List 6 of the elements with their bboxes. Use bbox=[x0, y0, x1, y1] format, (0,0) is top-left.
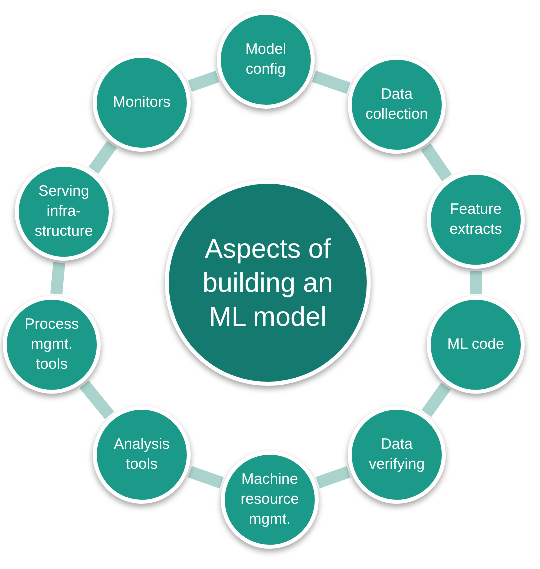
connector-bar bbox=[420, 144, 452, 182]
connector-bar bbox=[88, 141, 118, 174]
connector-bar bbox=[80, 380, 114, 420]
connector-bar bbox=[470, 271, 482, 294]
connector-bar bbox=[422, 382, 452, 418]
connector-bar bbox=[50, 262, 66, 295]
